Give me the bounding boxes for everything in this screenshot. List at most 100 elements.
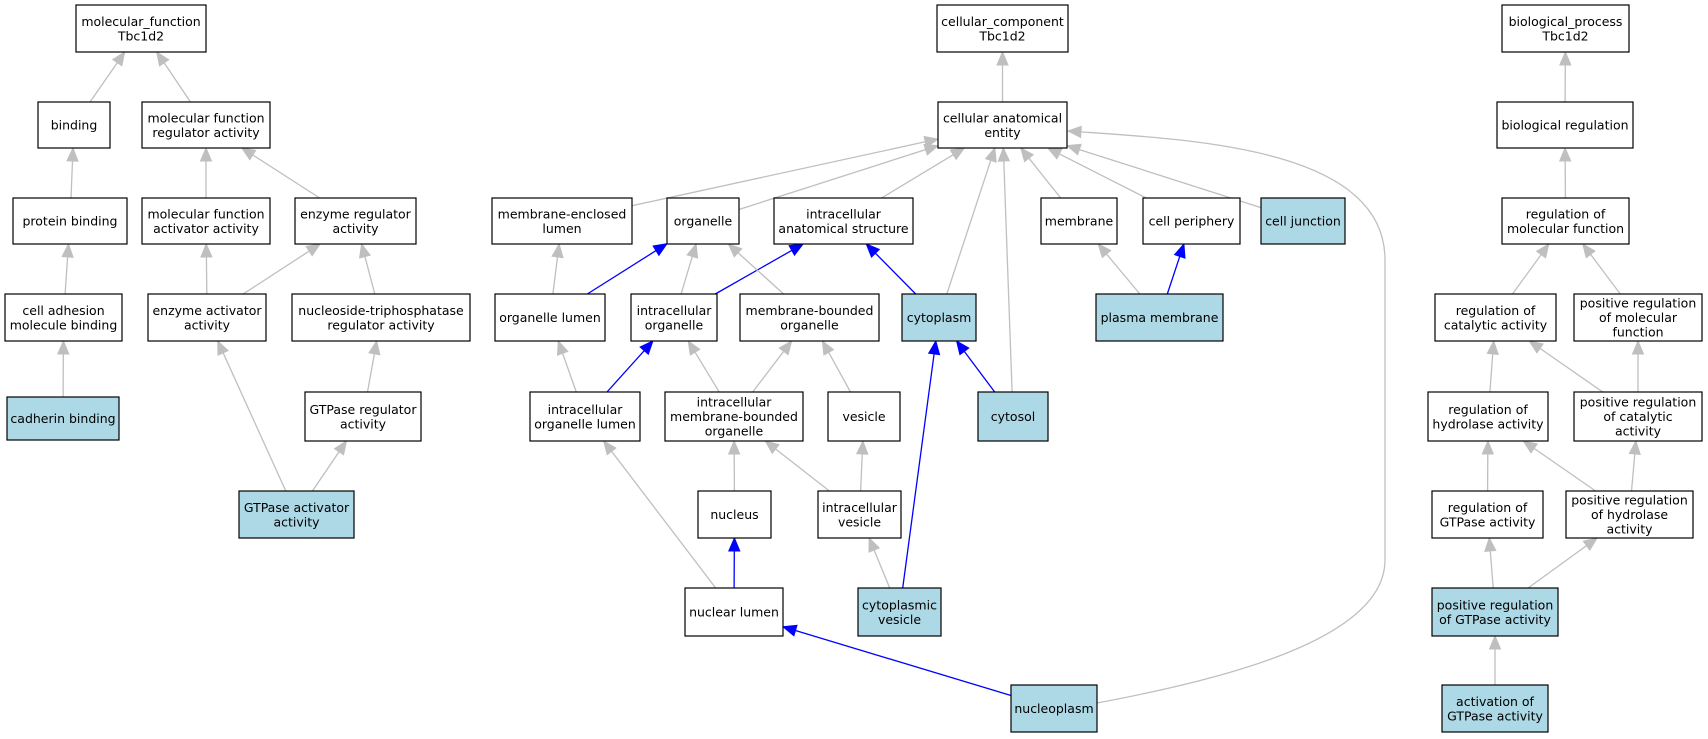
node-label-line: organelle bbox=[705, 424, 764, 439]
node-label-line: vesicle bbox=[838, 514, 881, 529]
go-term-node-nucleus[interactable]: nucleus bbox=[697, 490, 772, 539]
node-label-line: catalytic activity bbox=[1444, 317, 1548, 332]
node-label-line: nucleoside-triphosphatase bbox=[298, 303, 464, 318]
edge-arrowhead bbox=[728, 536, 741, 552]
edge-arrowhead bbox=[1631, 339, 1645, 355]
node-label-line: organelle lumen bbox=[499, 310, 601, 325]
node-label-line: binding bbox=[51, 118, 98, 133]
edge-gtpase_act-to-enz_act bbox=[217, 339, 287, 492]
node-label-line: intracellular bbox=[548, 402, 624, 417]
edge-bio_reg-to-bp_root bbox=[1559, 50, 1572, 103]
edge-line bbox=[163, 62, 192, 103]
edge-ic_mbo-to-mbo bbox=[752, 339, 793, 393]
node-label-line: vesicle bbox=[842, 409, 885, 424]
edge-cadherin-to-cell_adh bbox=[57, 339, 70, 398]
go-term-node-cadherin[interactable]: cadherin binding bbox=[6, 396, 120, 441]
node-label-line: organelle bbox=[780, 317, 839, 332]
edge-nuc_lumen-to-ic_org_lumen bbox=[602, 439, 717, 589]
node-label-line: activity bbox=[340, 416, 387, 431]
edge-line bbox=[946, 160, 992, 295]
edge-arrowhead bbox=[727, 439, 741, 455]
node-label-line: molecular function bbox=[147, 110, 264, 125]
edge-arrowhead bbox=[551, 242, 564, 259]
edge-arrowhead bbox=[1020, 147, 1035, 163]
edge-act_gtp-to-pos_reg_gtp bbox=[1488, 634, 1502, 685]
go-term-node-protein-binding[interactable]: protein binding bbox=[12, 197, 128, 245]
node-label-line: organelle bbox=[674, 214, 733, 229]
node-box bbox=[827, 391, 901, 442]
go-term-node-membrane[interactable]: membrane bbox=[1040, 197, 1118, 245]
go-term-node-cell-junction[interactable]: cell junction bbox=[1260, 197, 1346, 245]
edge-line bbox=[70, 160, 74, 199]
edge-arrowhead bbox=[955, 339, 970, 356]
go-term-node-organelle[interactable]: organelle bbox=[666, 197, 740, 245]
go-term-node-bio-reg[interactable]: biological regulation bbox=[1496, 101, 1634, 149]
edge-arrowhead bbox=[200, 242, 213, 258]
node-label-line: nuclear lumen bbox=[689, 605, 779, 620]
edge-line bbox=[1489, 550, 1494, 589]
node-label-line: membrane bbox=[1045, 214, 1114, 229]
go-term-node-vesicle[interactable]: vesicle bbox=[827, 391, 901, 442]
node-label-line: vesicle bbox=[878, 612, 921, 627]
edge-arrowhead bbox=[865, 243, 881, 258]
edge-arrowhead bbox=[996, 50, 1009, 66]
go-term-node-nuc-lumen[interactable]: nuclear lumen bbox=[684, 587, 784, 637]
go-term-node-plasma-mem[interactable]: plasma membrane bbox=[1095, 293, 1224, 342]
go-term-node-org-lumen[interactable]: organelle lumen bbox=[494, 293, 606, 342]
edge-membrane-to-cae bbox=[1020, 147, 1062, 199]
go-term-node-nucleoplasm[interactable]: nucleoplasm bbox=[1010, 684, 1098, 733]
edge-arrowhead bbox=[66, 146, 79, 162]
node-label-line: Tbc1d2 bbox=[117, 28, 164, 43]
edge-line bbox=[738, 148, 926, 211]
go-term-node-cytoplasm[interactable]: cytoplasm bbox=[901, 293, 977, 342]
node-box bbox=[141, 197, 271, 245]
edge-nucleoplasm-to-nuc_lumen bbox=[781, 624, 1012, 697]
edge-cell_adh-to-protein_binding bbox=[61, 242, 74, 295]
edge-arrowhead bbox=[1528, 340, 1544, 354]
edge-line bbox=[366, 353, 376, 393]
go-term-node-cell-periphery[interactable]: cell periphery bbox=[1142, 197, 1241, 245]
node-label-line: entity bbox=[984, 125, 1021, 140]
edge-line bbox=[1028, 157, 1062, 199]
edge-line bbox=[1166, 256, 1181, 295]
go-term-node-binding[interactable]: binding bbox=[37, 101, 111, 149]
edge-org_lumen-to-organelle bbox=[586, 243, 669, 295]
edge-gtpase_reg-to-ntp_reg bbox=[366, 339, 381, 393]
go-term-node-cytosol[interactable]: cytosol bbox=[977, 391, 1049, 442]
edges-layer bbox=[57, 50, 1645, 704]
edge-mf_reg-to-mf_root bbox=[156, 50, 192, 103]
node-label-line: organelle lumen bbox=[534, 416, 636, 431]
node-label-line: Tbc1d2 bbox=[1541, 28, 1588, 43]
node-box bbox=[37, 101, 111, 149]
edge-line bbox=[89, 62, 118, 103]
